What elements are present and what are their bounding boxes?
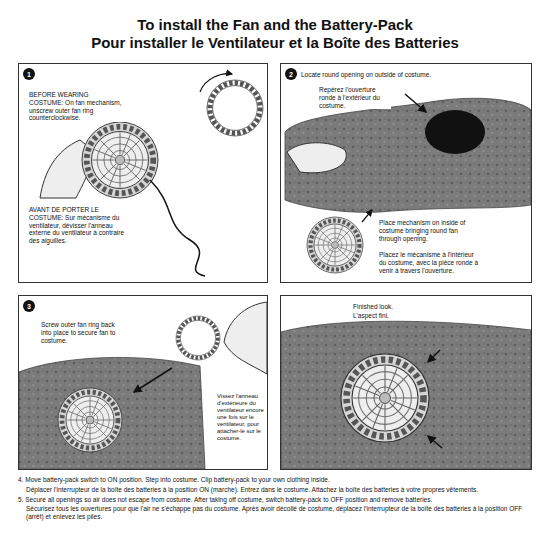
step-number: 1 (23, 68, 35, 80)
note-text: Sécurisez tous les ouvertures pour que l… (18, 505, 532, 521)
step-number-text: 2 (289, 71, 293, 78)
step-number: 3 (23, 300, 35, 312)
instruction-text: Locate round opening on outside of costu… (301, 71, 516, 79)
instruction-text: Repérez l'ouverture ronde à l'extérieur … (319, 86, 391, 109)
instruction-text: Screw outer fan ring back into place to … (41, 321, 123, 344)
instruction-text: Vissez l'anneau d'extérieure du ventilat… (217, 393, 267, 443)
step-panel: Locate round opening on outside of costu… (280, 63, 532, 283)
subtitle: Pour installer le Ventilateur et la Boît… (0, 34, 550, 51)
instruction-text: Placez le mécanisme à l'intérieur du cos… (379, 251, 479, 274)
step-number-text: 1 (27, 71, 31, 78)
instruction-text: Place mechanism on inside of costume bri… (379, 219, 479, 242)
instruction-text: AVANT DE PORTER LE COSTUME: Sur mécanism… (29, 206, 134, 245)
instruction-text: BEFORE WEARING COSTUME: On fan mechanism… (29, 91, 124, 122)
step-panel: Finished look.L'aspect fini. (280, 295, 532, 470)
title: To install the Fan and the Battery-Pack (0, 16, 550, 33)
instruction-text: Finished look. (353, 303, 443, 311)
step-number: 2 (285, 68, 297, 80)
step-panel: BEFORE WEARING COSTUME: On fan mechanism… (18, 63, 268, 283)
step-number-text: 3 (27, 303, 31, 310)
notes: 4. Move battery-pack switch to ON positi… (18, 476, 532, 523)
instruction-text: L'aspect fini. (353, 312, 443, 320)
note-text: 5. Secure all openings so air does not e… (18, 496, 532, 504)
step-panel: Screw outer fan ring back into place to … (18, 295, 268, 470)
note-text: 4. Move battery-pack switch to ON positi… (18, 476, 532, 484)
note-text: Déplacer l'interrupteur de la boîte des … (18, 486, 532, 494)
